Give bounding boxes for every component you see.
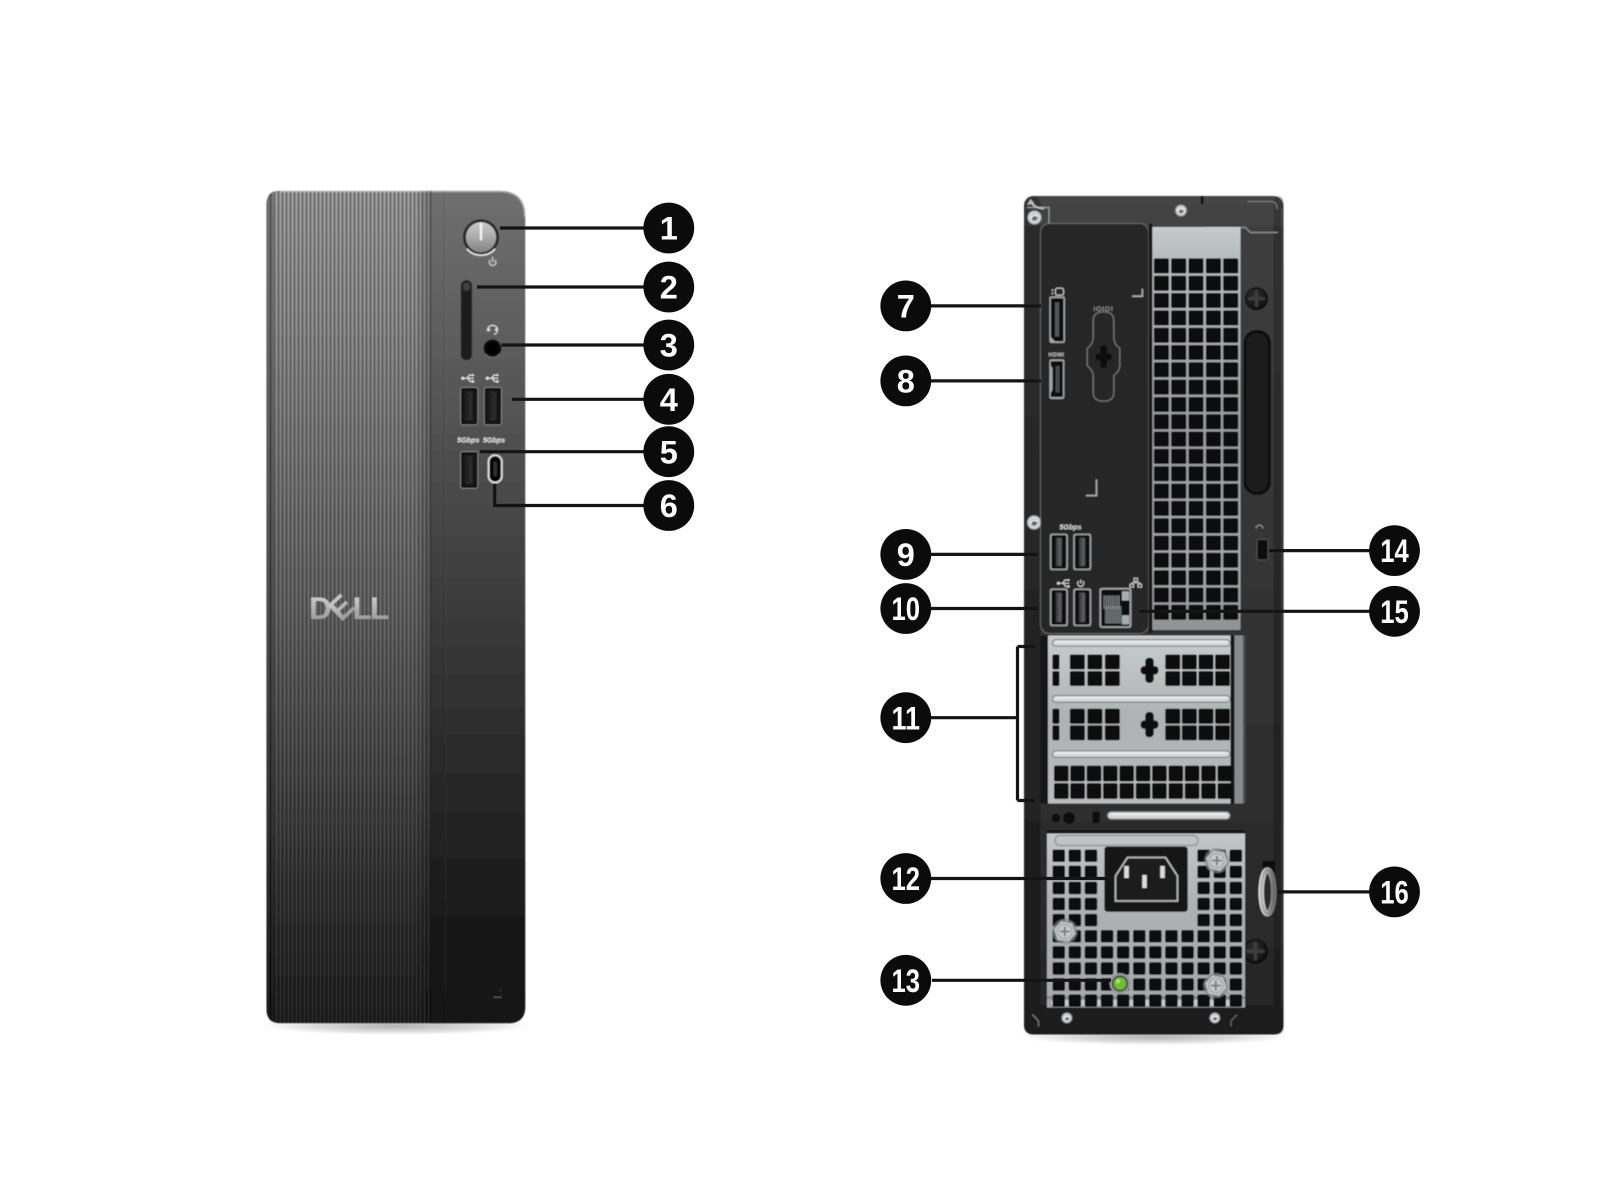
svg-text:5Gbps: 5Gbps [457, 436, 479, 445]
svg-text:11: 11 [892, 700, 921, 736]
svg-text:5Gbps: 5Gbps [1059, 523, 1081, 532]
svg-text:6: 6 [660, 488, 678, 524]
svg-text:9: 9 [897, 537, 915, 573]
svg-text:14: 14 [1380, 533, 1409, 569]
svg-text:3: 3 [660, 328, 678, 364]
svg-text:D: D [309, 590, 332, 626]
svg-text:16: 16 [1380, 875, 1409, 911]
svg-text:4: 4 [660, 382, 678, 418]
svg-text:HDMI: HDMI [1049, 353, 1065, 359]
svg-text:L: L [353, 590, 372, 626]
svg-text:IOIOI: IOIOI [1093, 306, 1113, 313]
svg-text:12: 12 [892, 861, 921, 897]
svg-text:2: 2 [660, 270, 678, 306]
svg-text:7: 7 [897, 289, 915, 325]
svg-text:10: 10 [892, 591, 921, 627]
svg-text:5Gbps: 5Gbps [483, 436, 505, 445]
svg-text:L: L [370, 590, 389, 626]
svg-text:1: 1 [660, 211, 678, 247]
svg-text:8: 8 [897, 364, 915, 400]
svg-text:5: 5 [660, 434, 678, 470]
svg-text:15: 15 [1380, 594, 1409, 630]
svg-text:13: 13 [892, 963, 921, 999]
